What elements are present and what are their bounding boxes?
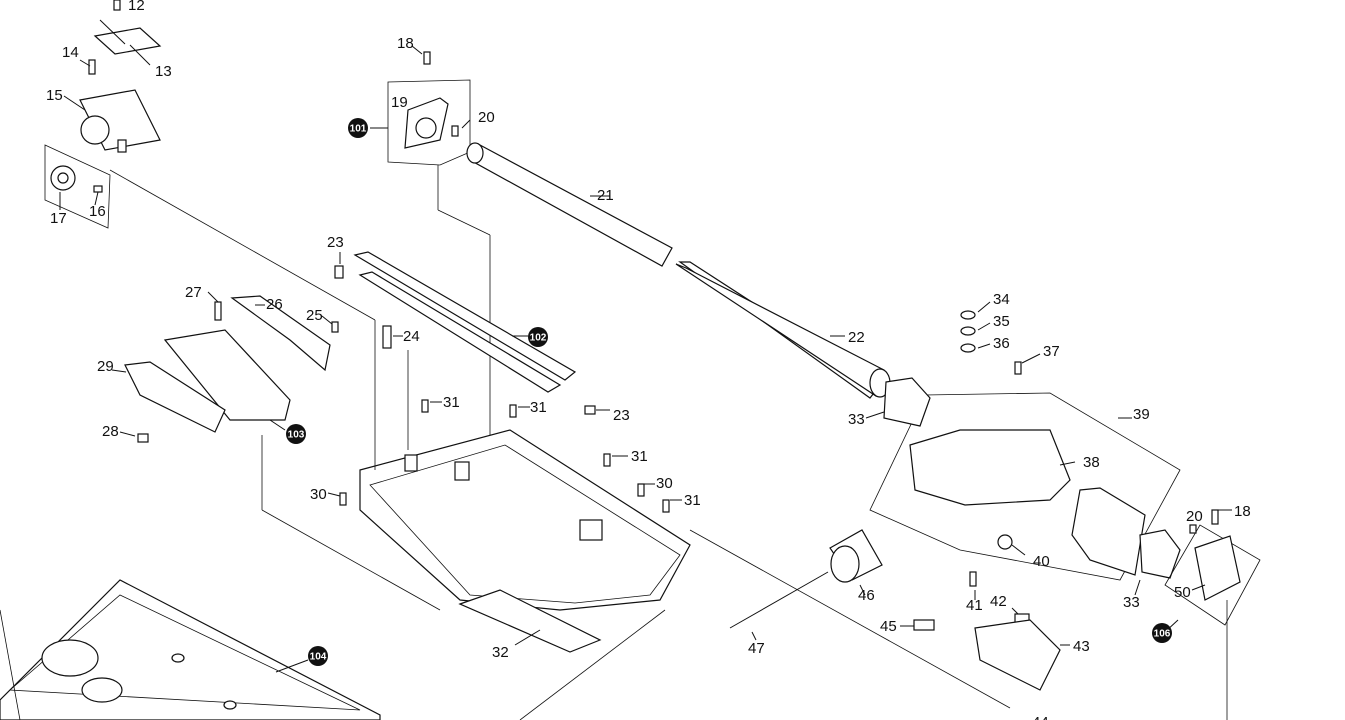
callout-38: 38: [1083, 454, 1100, 471]
callout-47: 47: [748, 640, 765, 657]
callout-32: 32: [492, 644, 509, 661]
bottom-cabinet: [0, 579, 381, 720]
callout-27: 27: [185, 284, 202, 301]
callout-12: 12: [128, 0, 145, 14]
callout-46: 46: [858, 587, 875, 604]
callout-40: 40: [1033, 553, 1050, 570]
callout-34: 34: [993, 291, 1010, 308]
svg-text:102: 102: [530, 333, 547, 344]
callout-14: 14: [62, 44, 79, 61]
callout-37: 37: [1043, 343, 1060, 360]
svg-text:103: 103: [288, 430, 305, 441]
callout-24: 24: [403, 328, 420, 345]
callout-23-top: 23: [327, 234, 344, 251]
callout-13: 13: [155, 63, 172, 80]
right-bracket-assembly: [1164, 509, 1261, 720]
callout-43: 43: [1073, 638, 1090, 655]
badge-104: 104: [308, 646, 328, 666]
roller-bracket-assembly: [370, 45, 491, 450]
svg-text:101: 101: [350, 124, 367, 135]
callout-17: 17: [50, 210, 67, 227]
callout-31-d: 31: [684, 492, 701, 509]
badge-103: 103: [286, 424, 306, 444]
svg-text:106: 106: [1154, 629, 1171, 640]
callout-44: 44: [1032, 714, 1049, 720]
callout-42: 42: [990, 593, 1007, 610]
callout-19: 19: [391, 94, 408, 111]
callout-23-right: 23: [613, 407, 630, 424]
callout-20-top: 20: [478, 109, 495, 126]
callout-29: 29: [97, 358, 114, 375]
callout-18-top: 18: [397, 35, 414, 52]
assembly-badges: 101 102 103 104 106: [286, 118, 1172, 666]
base-chassis: [327, 399, 691, 653]
callout-45: 45: [880, 618, 897, 635]
shafts: [466, 142, 891, 399]
callout-26: 26: [266, 296, 283, 313]
callout-28: 28: [102, 423, 119, 440]
guide-rail: [334, 251, 610, 415]
callout-39: 39: [1133, 406, 1150, 423]
callout-41: 41: [966, 597, 983, 614]
left-bracket-assembly: [111, 291, 339, 443]
callout-labels: 12 13 14 15 16 17 18 19 20 21 22 23 23 2…: [46, 0, 1251, 720]
callout-36: 36: [993, 335, 1010, 352]
badge-101: 101: [348, 118, 368, 138]
solenoid-assembly: [44, 0, 162, 229]
callout-33-bottom: 33: [1123, 594, 1140, 611]
callout-30-right: 30: [656, 475, 673, 492]
callout-18-right: 18: [1234, 503, 1251, 520]
callout-31-b: 31: [530, 399, 547, 416]
motor-housing-assembly: [865, 301, 1181, 596]
motor-assembly: [729, 529, 1070, 691]
callout-50: 50: [1174, 584, 1191, 601]
badge-106: 106: [1152, 623, 1172, 643]
callout-35: 35: [993, 313, 1010, 330]
callout-25: 25: [306, 307, 323, 324]
badge-102: 102: [528, 327, 548, 347]
svg-text:104: 104: [310, 652, 327, 663]
callout-31-a: 31: [443, 394, 460, 411]
callout-16: 16: [89, 203, 106, 220]
callout-21: 21: [597, 187, 614, 204]
callout-22: 22: [848, 329, 865, 346]
callout-30-left: 30: [310, 486, 327, 503]
callout-15: 15: [46, 87, 63, 104]
callout-31-c: 31: [631, 448, 648, 465]
callout-20-right: 20: [1186, 508, 1203, 525]
callout-33-top: 33: [848, 411, 865, 428]
leader-lines: [109, 169, 1011, 720]
